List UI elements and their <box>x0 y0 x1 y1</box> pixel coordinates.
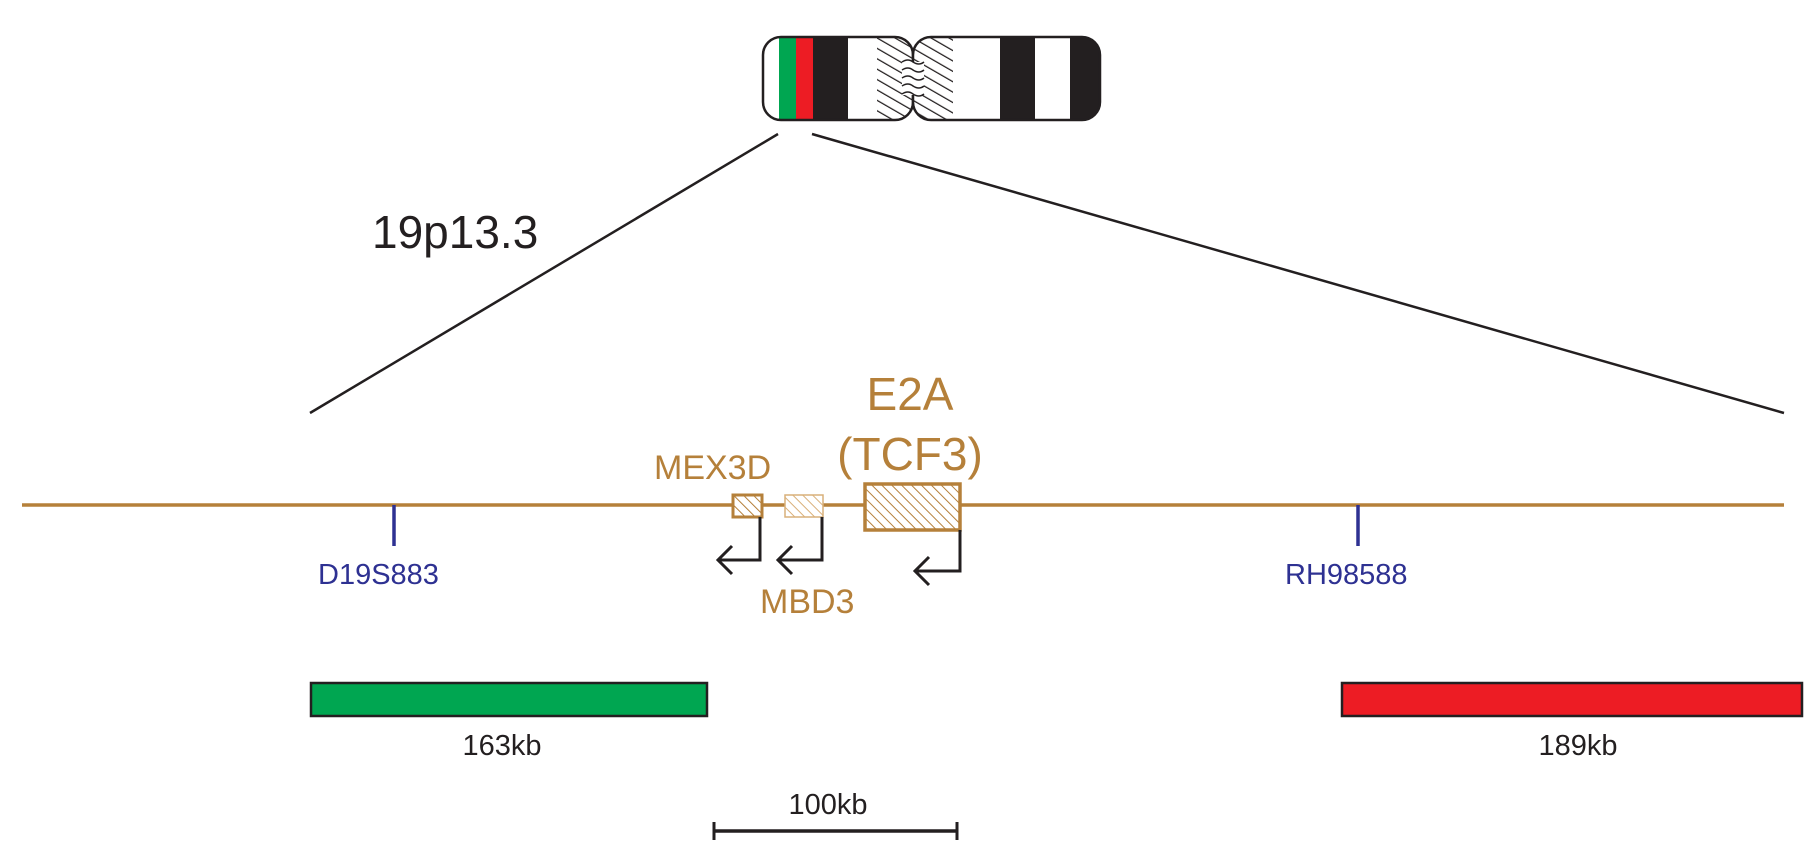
dark-band <box>1000 37 1035 120</box>
dark-band <box>813 37 848 120</box>
mex3d-label: MEX3D <box>654 449 771 487</box>
centromere <box>901 59 925 97</box>
zoom-line-right <box>811 132 1785 415</box>
green-probe-bar <box>309 681 709 718</box>
region-label: 19p13.3 <box>372 206 538 258</box>
chromosome-q-arm <box>913 37 1100 120</box>
chromosome-p-arm <box>763 37 913 120</box>
e2a-alias-label: (TCF3) <box>837 428 983 480</box>
green-probe-size-label: 163kb <box>462 730 541 762</box>
red-probe-bar <box>1340 681 1804 718</box>
dark-band <box>1070 37 1100 120</box>
scale-bar-label: 100kb <box>788 789 867 821</box>
zoom-line-left <box>309 132 779 415</box>
mbd3-label: MBD3 <box>760 583 854 621</box>
red-probe-size-label: 189kb <box>1538 730 1617 762</box>
red-probe-band <box>796 37 813 120</box>
marker-label-right: RH98588 <box>1285 559 1408 591</box>
mex3d-transcription-arrow <box>715 517 762 576</box>
e2a-label: E2A <box>867 368 954 420</box>
e2a-transcription-arrow <box>912 530 962 587</box>
scale-bar <box>712 822 959 840</box>
green-probe-band <box>779 37 796 120</box>
chromosome-ideogram <box>761 35 1102 122</box>
marker-label-left: D19S883 <box>318 559 439 591</box>
mbd3-transcription-arrow <box>775 517 824 576</box>
